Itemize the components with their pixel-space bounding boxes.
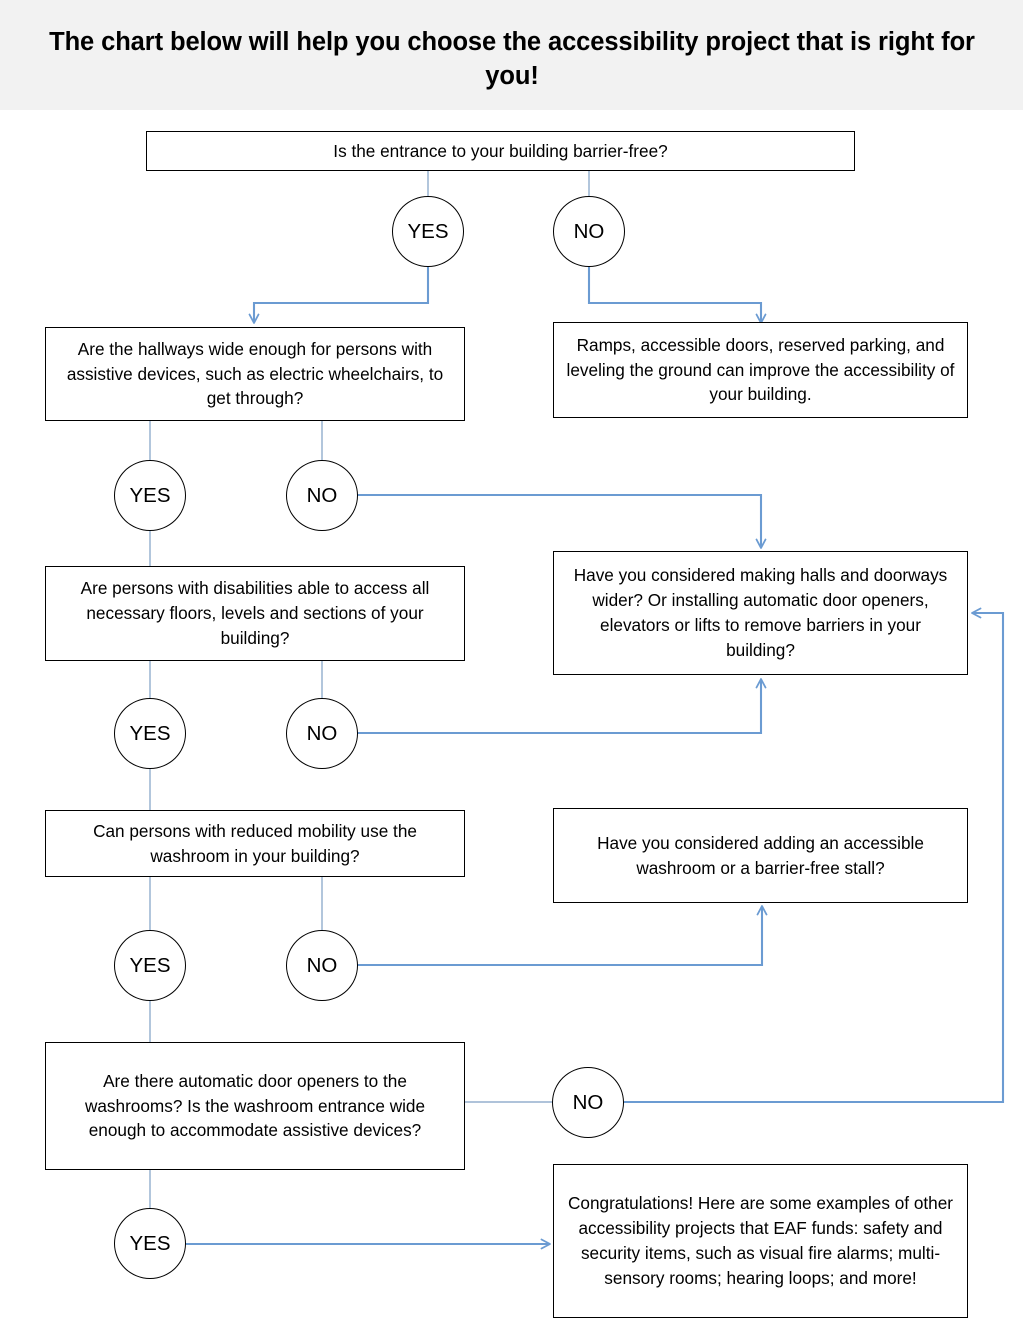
decision-label: YES xyxy=(129,953,171,977)
decision-q5-no[interactable]: NO xyxy=(552,1067,624,1138)
decision-q3-yes[interactable]: YES xyxy=(114,698,186,769)
node-text: Ramps, accessible doors, reserved parkin… xyxy=(566,334,955,405)
node-outcome-accessible-washroom[interactable]: Have you considered adding an accessible… xyxy=(553,808,968,903)
node-text: Are there automatic door openers to the … xyxy=(84,1070,426,1141)
decision-label: YES xyxy=(129,483,171,507)
decision-label: NO xyxy=(572,1090,604,1114)
decision-q1-yes[interactable]: YES xyxy=(392,196,464,267)
decision-q4-yes[interactable]: YES xyxy=(114,930,186,1001)
decision-q1-no[interactable]: NO xyxy=(553,196,625,267)
node-question-floors[interactable]: Are persons with disabilities able to ac… xyxy=(45,566,465,661)
node-question-hallways[interactable]: Are the hallways wide enough for persons… xyxy=(45,327,465,421)
node-text: Are persons with disabilities able to ac… xyxy=(80,578,430,648)
decision-q2-no[interactable]: NO xyxy=(286,460,358,531)
node-question-entrance[interactable]: Is the entrance to your building barrier… xyxy=(146,131,855,171)
decision-label: NO xyxy=(306,721,338,745)
decision-q2-yes[interactable]: YES xyxy=(114,460,186,531)
node-text: Have you considered adding an accessible… xyxy=(597,832,924,878)
node-text: Are the hallways wide enough for persons… xyxy=(66,338,444,409)
node-text: Have you considered making halls and doo… xyxy=(573,565,948,660)
node-text: Is the entrance to your building barrier… xyxy=(333,140,668,161)
node-question-washroom[interactable]: Can persons with reduced mobility use th… xyxy=(45,810,465,877)
decision-label: NO xyxy=(306,483,338,507)
decision-label: YES xyxy=(129,1231,171,1255)
page-title: The chart below will help you choose the… xyxy=(49,28,975,90)
decision-q4-no[interactable]: NO xyxy=(286,930,358,1001)
node-text: Congratulations! Here are some examples … xyxy=(567,1193,953,1288)
decision-label: YES xyxy=(407,219,449,243)
node-question-door-openers[interactable]: Are there automatic door openers to the … xyxy=(45,1042,465,1170)
decision-q5-yes[interactable]: YES xyxy=(114,1208,186,1279)
decision-label: NO xyxy=(573,219,605,243)
node-outcome-ramps[interactable]: Ramps, accessible doors, reserved parkin… xyxy=(553,322,968,418)
decision-q3-no[interactable]: NO xyxy=(286,698,358,769)
decision-label: NO xyxy=(306,953,338,977)
decision-label: YES xyxy=(129,721,171,745)
node-outcome-halls-doorways[interactable]: Have you considered making halls and doo… xyxy=(553,551,968,675)
node-outcome-congratulations[interactable]: Congratulations! Here are some examples … xyxy=(553,1164,968,1318)
header-band xyxy=(0,0,1023,110)
node-text: Can persons with reduced mobility use th… xyxy=(93,820,417,866)
